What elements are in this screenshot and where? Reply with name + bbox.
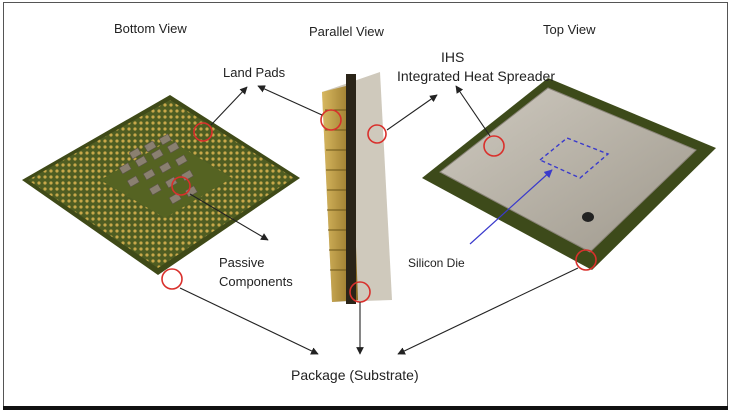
ihs-notch-hole (582, 212, 594, 222)
silicon-die-outline (538, 137, 610, 179)
passive-components-label-line1: Passive (219, 255, 265, 270)
ihs-label: IHS (441, 49, 465, 65)
bottom-rule (3, 406, 728, 410)
integrated-heat-spreader-label: Integrated Heat Spreader (397, 68, 555, 84)
bottom-view-title: Bottom View (114, 21, 187, 36)
silicon-die-arrow (469, 169, 553, 245)
top-view-title: Top View (543, 22, 596, 37)
silicon-die-label: Silicon Die (408, 256, 465, 270)
bottom-view-cpu (22, 95, 300, 275)
land-pads-label: Land Pads (223, 65, 286, 80)
passive-components-cluster (118, 133, 198, 205)
passive-components-label-line2: Components (219, 274, 293, 289)
package-substrate-label: Package (Substrate) (291, 367, 419, 383)
parallel-view-title: Parallel View (309, 24, 384, 39)
top-view-cpu (422, 78, 716, 270)
parallel-view-cpu (322, 72, 392, 304)
callout-arrows (179, 85, 579, 355)
